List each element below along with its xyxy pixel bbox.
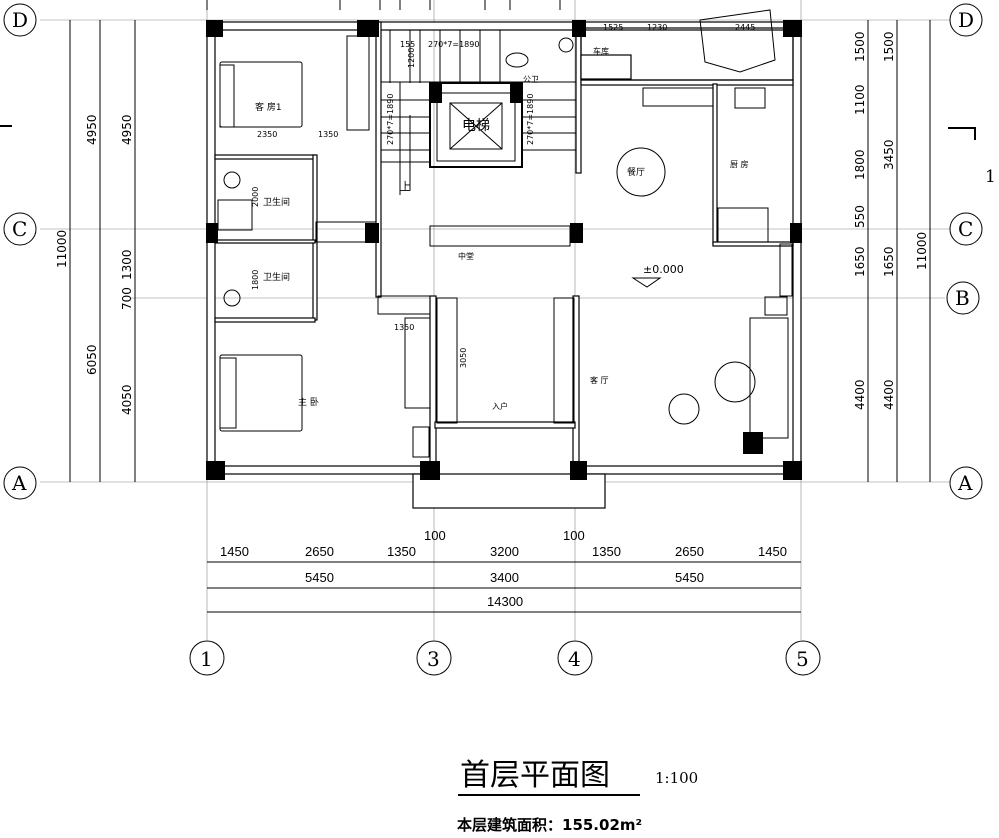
room-public-wc: 公卫 <box>523 75 539 84</box>
room-guest: 客 房1 <box>255 101 282 113</box>
dim-stair-run-top: 270*7=1890 <box>428 40 479 49</box>
walls <box>206 21 802 509</box>
right-dim-mid-0: 1500 <box>882 31 896 62</box>
bottom-dim-7: 2650 <box>675 544 704 559</box>
right-dim-mid-2: 1650 <box>882 246 896 277</box>
inner-dims: 2350 1350 2000 1800 1350 3050 1525 1230 … <box>251 23 755 368</box>
dim-entry-h: 3050 <box>459 348 468 368</box>
left-dim-outer: 11000 <box>55 230 69 268</box>
room-hall: 中堂 <box>458 251 474 261</box>
bottom-dim-total: 14300 <box>487 594 523 609</box>
area-text: 本层建筑面积：155.02m² <box>457 816 642 834</box>
bottom-dim-4: 3200 <box>490 544 519 559</box>
right-dim-inner-5: 4400 <box>853 379 867 410</box>
furniture <box>217 9 793 458</box>
bottom-dim-3: 100 <box>424 528 446 543</box>
stair-up-label: 上 <box>400 180 411 193</box>
dim-garage-1: 1525 <box>603 23 623 32</box>
right-dim-mid-3: 4400 <box>882 379 896 410</box>
axis-right-D: D <box>958 8 974 32</box>
axis-3: 3 <box>427 647 440 671</box>
left-dim-inner-0: 4950 <box>120 114 134 145</box>
axis-left-D: D <box>12 8 28 32</box>
dim-closet: 1350 <box>394 323 414 332</box>
elevator: 电梯 <box>429 82 523 168</box>
right-dim-mid-1: 3450 <box>882 139 896 170</box>
room-garage: 车库 <box>593 46 609 56</box>
title-text: 首层平面图 <box>460 758 610 793</box>
room-kitchen: 厨 房 <box>730 159 749 169</box>
room-living: 客 厅 <box>590 375 609 385</box>
dim-bath-h2: 1800 <box>251 270 260 290</box>
bottom-dim-row2-2: 5450 <box>675 570 704 585</box>
bottom-dim-8: 1450 <box>758 544 787 559</box>
room-bath-upper: 卫生间 <box>263 196 290 208</box>
section-mark: 1 <box>985 167 996 187</box>
left-dimensions: 11000 4950 6050 4950 1300 700 4050 <box>55 20 136 482</box>
room-bath-lower: 卫生间 <box>263 271 290 283</box>
bottom-dim-5: 100 <box>563 528 585 543</box>
dim-stair-left: 270*7=1890 <box>386 94 395 145</box>
bottom-dim-row2-0: 5450 <box>305 570 334 585</box>
elevator-label: 电梯 <box>462 118 490 134</box>
right-dim-inner-0: 1500 <box>853 31 867 62</box>
axis-left-A: A <box>11 471 27 495</box>
left-dim-mid-0: 4950 <box>85 114 99 145</box>
dim-stair-h: 1200 <box>407 48 416 68</box>
left-dim-inner-2: 700 <box>120 287 134 310</box>
axis-right-B: B <box>955 286 970 310</box>
dim-garage-2: 1230 <box>647 23 667 32</box>
axis-4: 4 <box>568 647 581 671</box>
stairs: 上 155 270*7=1890 1200 270*7=1890 270*7=1… <box>381 30 576 195</box>
elevation-mark: ±0.000 <box>643 263 684 276</box>
dim-stair-top: 155 <box>400 40 415 49</box>
dim-guest-w1: 2350 <box>257 130 277 139</box>
left-dim-inner-3: 4050 <box>120 384 134 415</box>
left-dim-inner-1: 1300 <box>120 249 134 280</box>
bottom-dim-row2-1: 3400 <box>490 570 519 585</box>
dim-garage-3: 2445 <box>735 23 755 32</box>
axis-5: 5 <box>796 647 809 671</box>
room-entry: 入户 <box>492 401 508 411</box>
room-labels: 客 房1 卫生间 卫生间 主 卧 公卫 车库 餐厅 厨 房 中堂 入户 客 厅 … <box>255 46 749 411</box>
dim-bath-h1: 2000 <box>251 187 260 207</box>
scale-text: 1:100 <box>655 769 698 787</box>
dim-stair-right: 270*7=1890 <box>526 94 535 145</box>
right-dim-inner-4: 1650 <box>853 246 867 277</box>
axis-markers: 1 3 4 5 D C A D C B A 1 <box>0 3 996 676</box>
drawing-title: 首层平面图 1:100 本层建筑面积：155.02m² <box>457 758 698 834</box>
right-dim-inner-3: 550 <box>853 205 867 228</box>
right-dim-outer: 11000 <box>915 232 929 270</box>
axis-right-C: C <box>958 217 973 241</box>
dim-guest-w2: 1350 <box>318 130 338 139</box>
right-dimensions: 1500 1100 1800 550 1650 4400 1500 3450 1… <box>853 20 931 482</box>
bottom-dim-1: 2650 <box>305 544 334 559</box>
bottom-dimensions: 1450 2650 1350 100 3200 100 1350 2650 14… <box>207 528 801 613</box>
room-dining: 餐厅 <box>627 166 645 178</box>
room-master: 主 卧 <box>298 396 319 408</box>
bottom-dim-6: 1350 <box>592 544 621 559</box>
axis-right-A: A <box>957 471 973 495</box>
bottom-dim-2: 1350 <box>387 544 416 559</box>
right-dim-inner-2: 1800 <box>853 149 867 180</box>
axis-1: 1 <box>200 647 213 671</box>
axis-left-C: C <box>12 217 27 241</box>
right-dim-inner-1: 1100 <box>853 84 867 115</box>
left-dim-mid-1: 6050 <box>85 344 99 375</box>
bottom-dim-0: 1450 <box>220 544 249 559</box>
columns <box>206 20 802 480</box>
